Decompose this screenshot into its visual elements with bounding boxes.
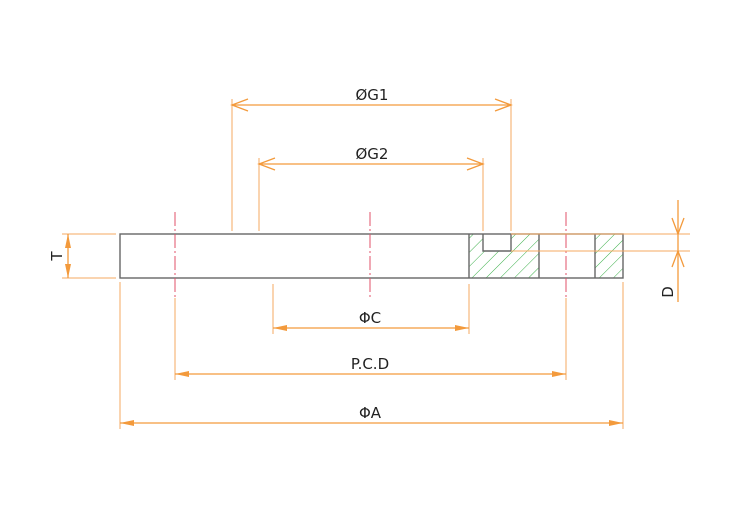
hatched-section-right [595,234,623,278]
label-pcd: P.C.D [351,355,389,373]
label-t: T [48,251,66,262]
dimension-g1: ØG1 [230,86,513,231]
label-g2: ØG2 [356,145,389,163]
dimension-t: T [48,233,116,279]
dimension-a: ΦA [119,282,624,429]
label-g1: ØG1 [356,86,389,104]
hatched-section-left [469,234,539,278]
dimension-d: D [511,200,690,302]
dimension-pcd: P.C.D [174,298,567,380]
label-c: ΦC [359,309,381,327]
flange-outline [119,233,624,279]
label-a: ΦA [359,404,382,422]
label-d: D [659,286,677,298]
dimension-g2: ØG2 [257,145,485,231]
dimension-c: ΦC [272,284,470,334]
